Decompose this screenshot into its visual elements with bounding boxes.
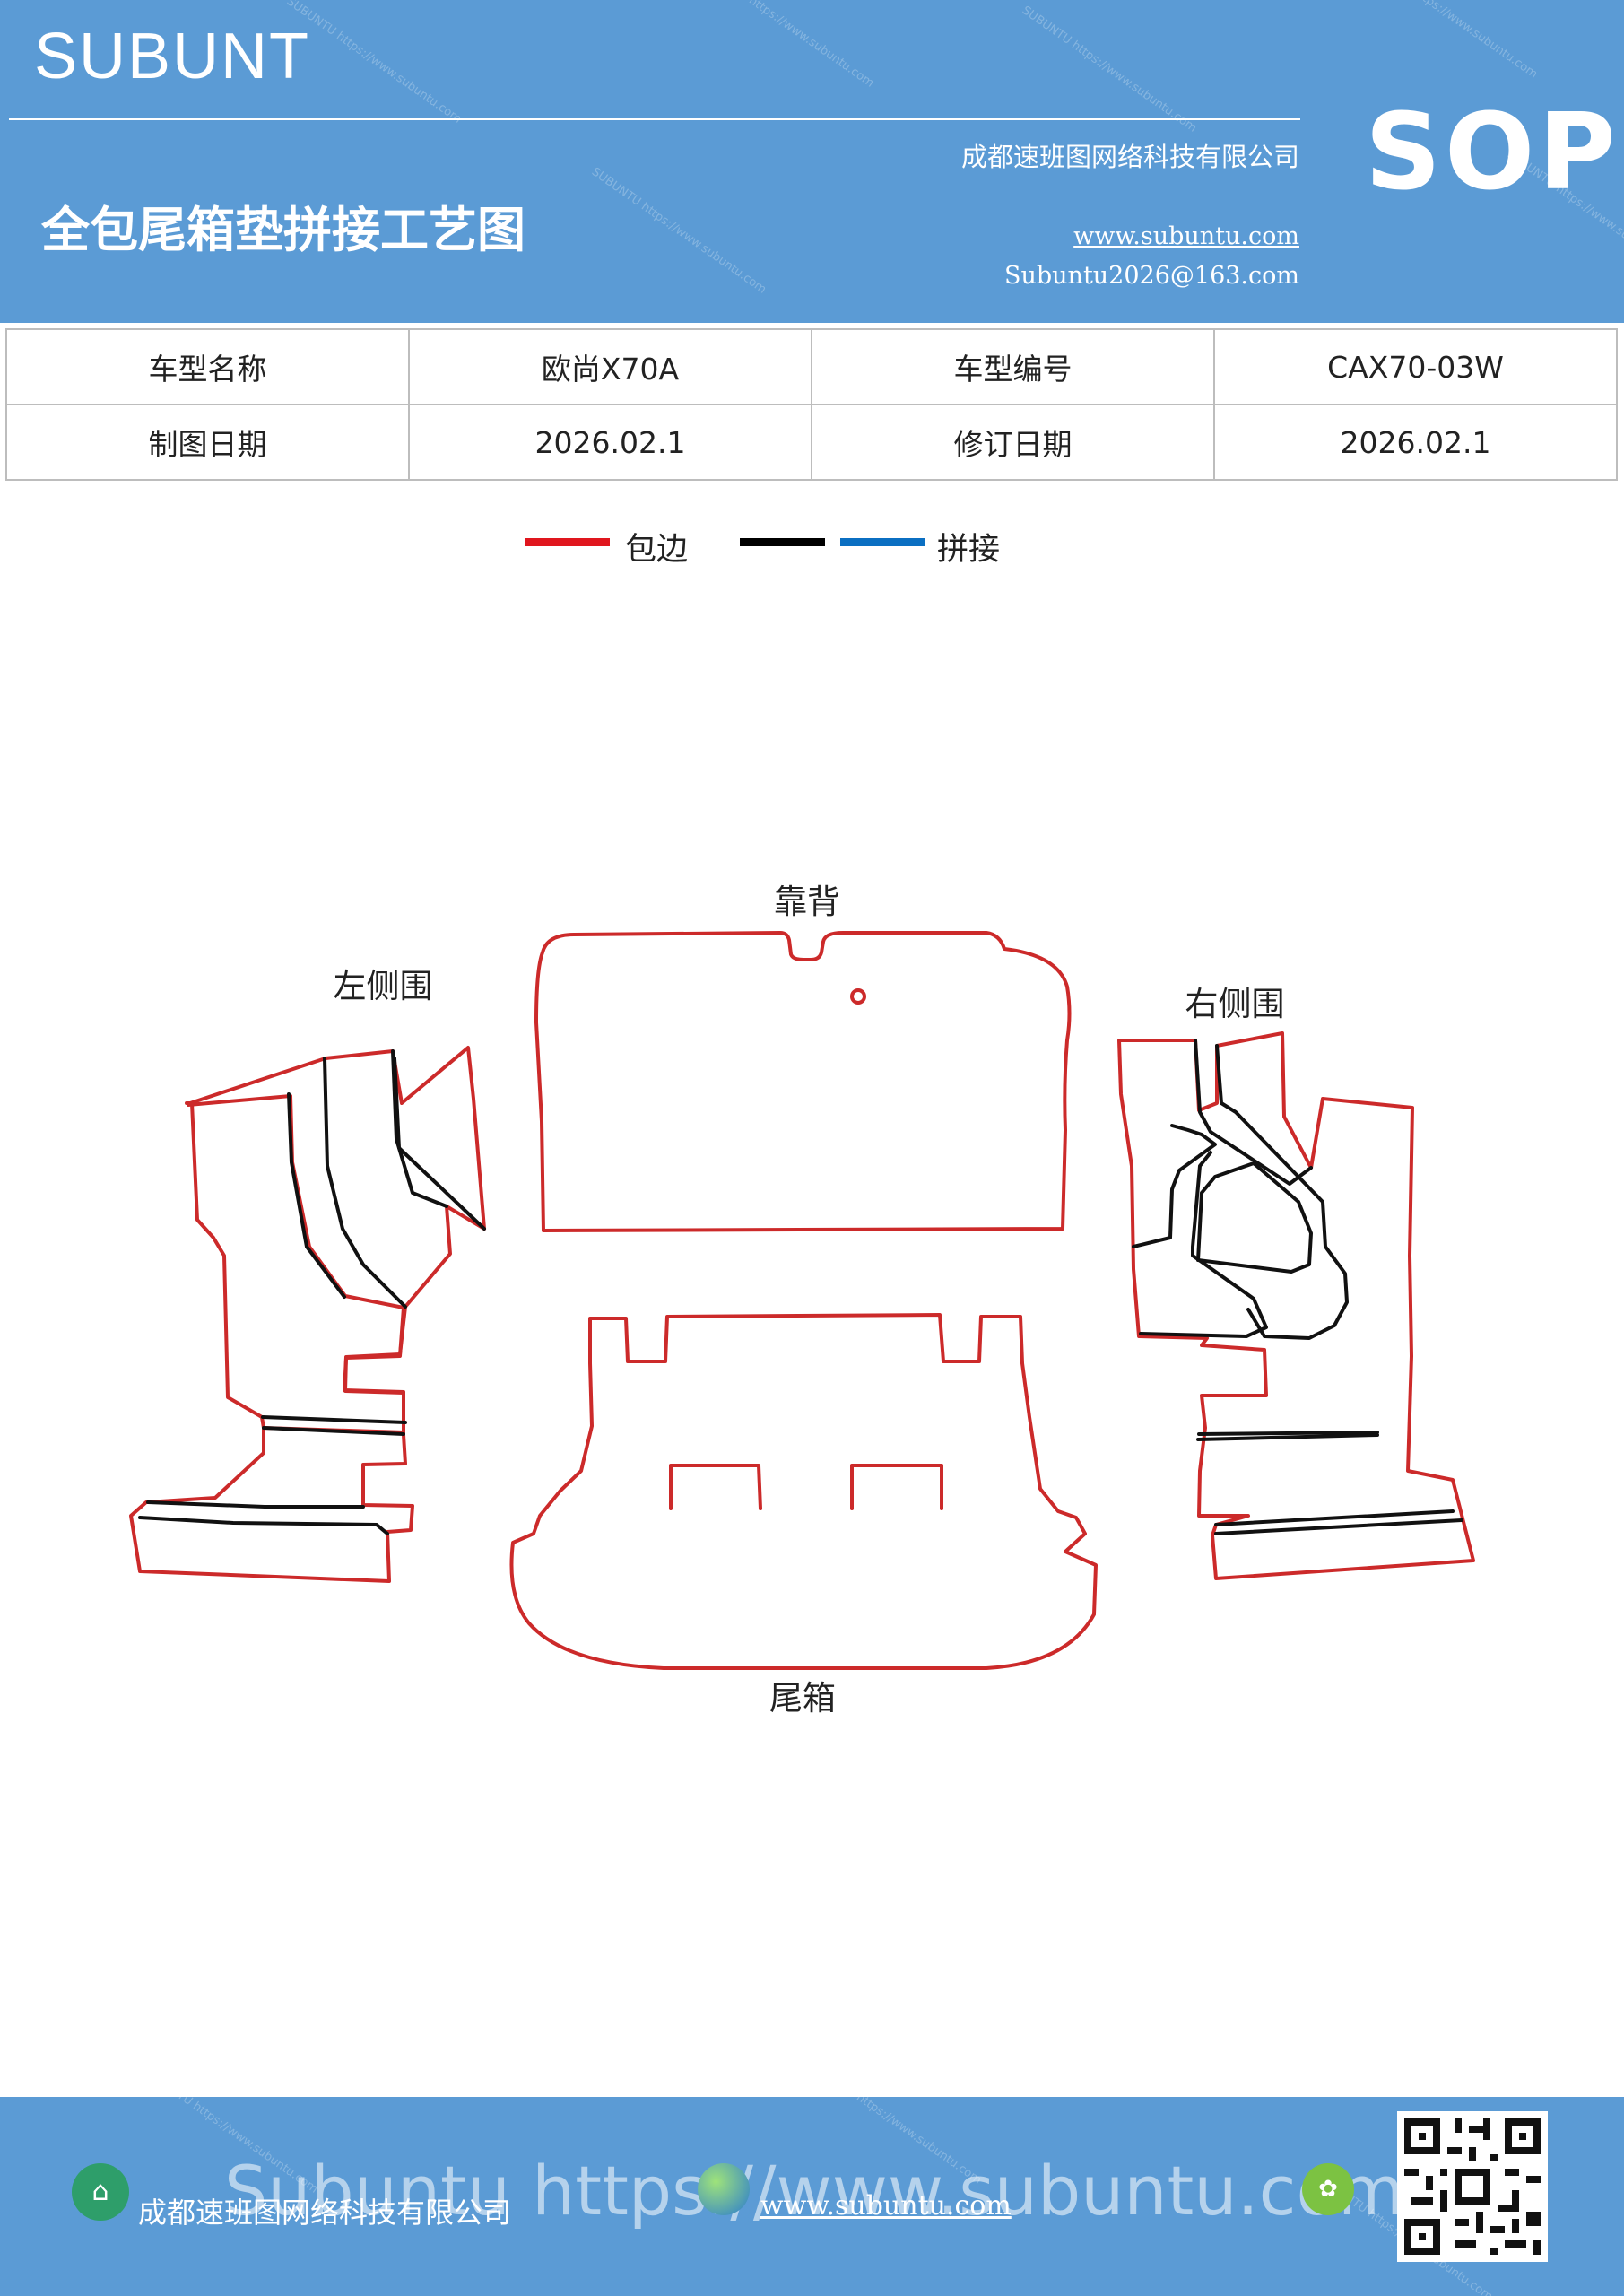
right-side-outline — [1117, 1031, 1475, 1580]
legend-edge-swatch — [525, 538, 610, 546]
building-icon: ⌂ — [72, 2163, 129, 2221]
left-seam — [393, 1057, 486, 1231]
table-cell: 2026.02.1 — [408, 404, 812, 481]
table-cell: 车型名称 — [5, 328, 410, 405]
legend-edge-label: 包边 — [625, 532, 689, 568]
right-seam — [1214, 1509, 1455, 1526]
legend-splice-label: 拼接 — [937, 532, 1001, 568]
header-divider — [9, 118, 1300, 120]
left-seam — [323, 1057, 407, 1309]
left-seam — [261, 1415, 407, 1424]
label-right-side: 右侧围 — [1185, 985, 1285, 1023]
company-name: 成都速班图网络科技有限公司 — [960, 142, 1299, 172]
label-backrest: 靠背 — [774, 883, 840, 921]
wechat-icon: ✿ — [1302, 2163, 1354, 2215]
left-side-outline — [185, 1046, 486, 1434]
backrest-outline — [534, 931, 1072, 1232]
backrest-hole — [850, 988, 866, 1004]
trunk-cutout — [850, 1464, 943, 1510]
left-seam — [262, 1426, 405, 1436]
right-seam — [1139, 1151, 1268, 1338]
right-seam — [1196, 1161, 1313, 1274]
website-link[interactable]: www.subuntu.com — [1073, 222, 1299, 250]
sop-badge: SOP — [1365, 90, 1620, 213]
table-cell: 修订日期 — [811, 404, 1215, 481]
left-seam — [146, 1500, 365, 1509]
table-cell: 车型编号 — [811, 328, 1215, 405]
left-seam — [138, 1516, 389, 1535]
vehicle-info-table: 车型名称 欧尚X70A 车型编号 CAX70-03W 制图日期 2026.02.… — [5, 328, 1618, 481]
label-left-side: 左侧围 — [334, 967, 433, 1005]
table-row: 制图日期 2026.02.1 修订日期 2026.02.1 — [5, 404, 1618, 481]
globe-icon — [698, 2163, 750, 2215]
right-seam — [1132, 1124, 1217, 1248]
header-banner: SUBUNTU https://www.subuntu.com SUBUNTU … — [0, 0, 1624, 323]
table-cell: 欧尚X70A — [408, 328, 812, 405]
right-seam — [1194, 1039, 1313, 1186]
left-seam — [391, 1049, 448, 1208]
legend: 包边 拼接 — [0, 527, 1624, 581]
trunk-outline — [509, 1313, 1098, 1670]
footer-company-name: 成都速班图网络科技有限公司 — [138, 2196, 512, 2230]
table-row: 车型名称 欧尚X70A 车型编号 CAX70-03W — [5, 328, 1618, 405]
right-seam — [1214, 1518, 1463, 1535]
right-seam — [1196, 1433, 1379, 1441]
legend-splice-swatch-black — [740, 538, 825, 546]
footer-website-link[interactable]: www.subuntu.com — [760, 2190, 1012, 2222]
email-address: Subuntu2026@163.com — [1004, 262, 1299, 290]
qr-code-icon[interactable] — [1397, 2111, 1548, 2262]
left-seam — [287, 1092, 346, 1299]
footer-watermark: Subuntu https://www.subuntu.com — [224, 2151, 1404, 2231]
table-cell: CAX70-03W — [1213, 328, 1618, 405]
label-trunk: 尾箱 — [769, 1679, 836, 1718]
page-title: 全包尾箱垫拼接工艺图 — [41, 202, 525, 258]
table-cell: 2026.02.1 — [1213, 404, 1618, 481]
brand-logo-text: SUBUNT — [34, 21, 311, 92]
legend-splice-swatch-blue — [840, 538, 925, 546]
table-cell: 制图日期 — [5, 404, 410, 481]
right-seam — [1197, 1431, 1379, 1436]
footer-banner: SUBUNTU https://www.subuntu.com SUBUNTU … — [0, 2097, 1624, 2296]
trunk-cutout — [669, 1464, 762, 1510]
right-seam — [1215, 1044, 1349, 1340]
